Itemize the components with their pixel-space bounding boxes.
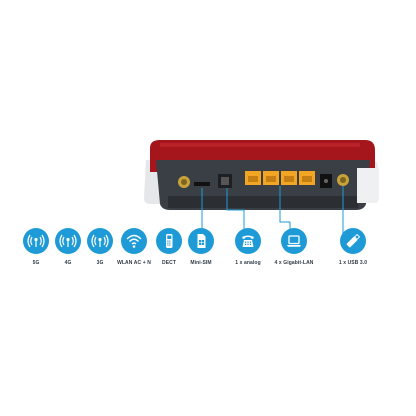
feature-label: 4G (64, 260, 72, 266)
usb-stick-icon (340, 228, 366, 254)
feature-label: 1 x analog (235, 260, 261, 266)
feature-usb: 1 x USB 3.0 (331, 228, 375, 266)
feature-label: 4 x Gigabit-LAN (274, 260, 314, 266)
feature-wlan: WLAN AC + N (112, 228, 156, 266)
feature-label: Mini-SIM (190, 260, 212, 266)
feature-3g: 3G (78, 228, 122, 266)
feature-label: WLAN AC + N (117, 260, 151, 266)
feature-5g: 5G (14, 228, 58, 266)
feature-label: 3G (96, 260, 104, 266)
dect-phone-icon (156, 228, 182, 254)
antenna-icon (23, 228, 49, 254)
feature-label: 1 x USB 3.0 (338, 260, 368, 266)
antenna-icon (87, 228, 113, 254)
antenna-icon (55, 228, 81, 254)
laptop-icon (281, 228, 307, 254)
feature-4g: 4G (46, 228, 90, 266)
wifi-icon (121, 228, 147, 254)
feature-analog: 1 x analog (226, 228, 270, 266)
feature-label: 5G (32, 260, 40, 266)
feature-dect: DECT (147, 228, 191, 266)
feature-mini-sim: Mini-SIM (179, 228, 223, 266)
feature-label: DECT (161, 260, 176, 266)
feature-gigabit-lan: 4 x Gigabit-LAN (272, 228, 316, 266)
sim-card-icon (188, 228, 214, 254)
feature-icon-row: 5G 4G 3G WLAN AC + N DECT (0, 228, 416, 288)
telephone-icon (235, 228, 261, 254)
